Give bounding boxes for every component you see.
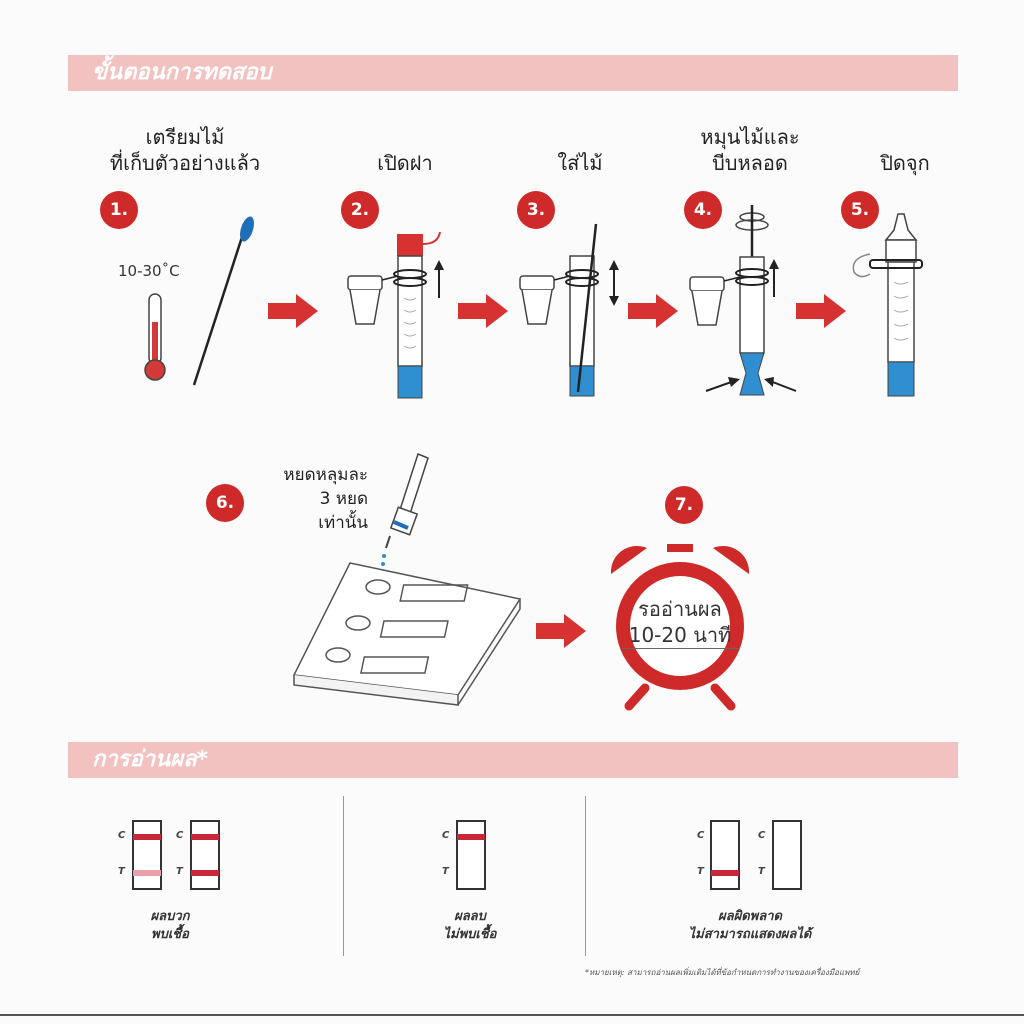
control-mark: C	[118, 830, 126, 841]
step-1-label-line-1: เตรียมไม้	[145, 125, 225, 149]
negative-result-line-2: ไม่พบเชื้อ	[443, 927, 497, 942]
swab-icon	[192, 216, 254, 386]
test-mark: T	[118, 866, 125, 877]
step-5-label-line-1: ปิดจุก	[880, 151, 930, 175]
test-mark: T	[442, 866, 449, 877]
test-mark: T	[697, 866, 704, 877]
test-cassette-icon	[292, 562, 522, 706]
footnote: *หมายเหตุ: สามารถอ่านผลเพิ่มเติมได้ที่ข้…	[585, 968, 860, 977]
step-4-number: 4.	[684, 191, 722, 229]
dropper-icon	[380, 453, 429, 574]
temperature-label: 10-30˚C	[118, 262, 180, 280]
results-title: การอ่านผล*	[92, 747, 208, 772]
test-strip-icon	[456, 820, 486, 890]
step-7-label-line-2: 10-20 นาที	[628, 623, 732, 647]
step-7-label: รออ่านผล 10-20 นาที	[610, 596, 750, 648]
step-2-label-line-1: เปิดฝา	[377, 151, 433, 175]
step-6-label-line-2: 3 หยด	[319, 489, 368, 509]
test-strip-icon	[710, 820, 740, 890]
control-mark: C	[442, 830, 450, 841]
test-mark: T	[758, 866, 765, 877]
control-mark: C	[758, 830, 766, 841]
control-mark: C	[176, 830, 184, 841]
arrow-right-icon	[796, 294, 846, 328]
step-7-label-line-1: รออ่านผล	[638, 597, 722, 621]
arrow-right-icon	[458, 294, 508, 328]
clock-text-underline	[622, 648, 740, 649]
negative-result-label: ผลลบ ไม่พบเชื้อ	[420, 908, 520, 944]
step-6-label: หยดหลุมละ 3 หยด เท่านั้น	[250, 463, 368, 535]
step-1-number: 1.	[100, 191, 138, 229]
arrow-right-icon	[268, 294, 318, 328]
results-divider	[343, 796, 344, 956]
tube-closed-icon	[852, 213, 923, 397]
test-strip-icon	[772, 820, 802, 890]
step-6-label-line-3: เท่านั้น	[318, 513, 368, 533]
step-6-number: 6.	[206, 484, 244, 522]
bottom-rule	[0, 1014, 1024, 1016]
arrow-right-icon	[536, 614, 586, 648]
procedure-title: ขั้นตอนการทดสอบ	[92, 60, 272, 85]
test-strip-icon	[190, 820, 220, 890]
tube-icon	[347, 231, 444, 399]
step-3-number: 3.	[517, 191, 555, 229]
thermometer-icon	[144, 293, 166, 381]
step-4-label-line-2: บีบหลอด	[712, 151, 788, 175]
step-1-label: เตรียมไม้ ที่เก็บตัวอย่างแล้ว	[75, 124, 295, 176]
tube-with-swab-icon	[519, 223, 619, 397]
procedure-header: ขั้นตอนการทดสอบ	[68, 55, 958, 91]
positive-result-label: ผลบวก พบเชื้อ	[120, 908, 220, 944]
step-4-label: หมุนไม้และ บีบหลอด	[680, 124, 820, 176]
alarm-clock-icon	[610, 544, 750, 711]
step-3-label: ใส่ไม้	[530, 150, 630, 176]
positive-result-line-1: ผลบวก	[150, 909, 190, 924]
step-7-number: 7.	[665, 486, 703, 524]
step-2-label: เปิดฝา	[350, 150, 460, 176]
test-strip-icon	[132, 820, 162, 890]
positive-result-line-2: พบเชื้อ	[151, 927, 189, 942]
step-5-label: ปิดจุก	[855, 150, 955, 176]
negative-result-line-1: ผลลบ	[454, 909, 486, 924]
invalid-result-line-1: ผลผิดพลาด	[718, 909, 782, 924]
tube-squeeze-icon	[689, 205, 797, 396]
step-4-label-line-1: หมุนไม้และ	[700, 125, 800, 149]
results-header: การอ่านผล*	[68, 742, 958, 778]
arrow-right-icon	[628, 294, 678, 328]
control-mark: C	[697, 830, 705, 841]
step-2-number: 2.	[341, 191, 379, 229]
invalid-result-label: ผลผิดพลาด ไม่สามารถแสดงผลได้	[660, 908, 840, 944]
results-divider	[585, 796, 586, 956]
step-6-label-line-1: หยดหลุมละ	[283, 465, 368, 485]
step-3-label-line-1: ใส่ไม้	[557, 151, 603, 175]
step-5-number: 5.	[841, 191, 879, 229]
test-mark: T	[176, 866, 183, 877]
invalid-result-line-2: ไม่สามารถแสดงผลได้	[688, 927, 812, 942]
step-1-label-line-2: ที่เก็บตัวอย่างแล้ว	[109, 151, 261, 175]
